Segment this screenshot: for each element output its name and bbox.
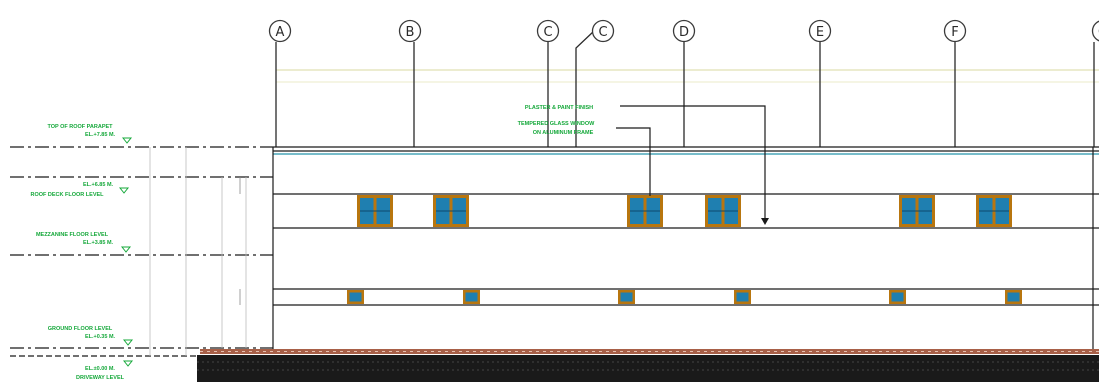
callout-tempered-glass: TEMPERED GLASS WINDOW <box>518 121 596 127</box>
level-parapet-elevation: EL.+7.85 M. <box>85 132 116 138</box>
grid-line-a: A <box>268 19 292 148</box>
window-upper-2 <box>433 195 469 227</box>
level-roof-deck-name: ROOF DECK FLOOR LEVEL <box>30 192 104 198</box>
grid-line-e: E <box>808 19 832 148</box>
grid-label-b: B <box>406 25 415 40</box>
grid-dimension-row <box>276 69 1099 83</box>
upper-windows <box>357 195 1012 227</box>
level-parapet: TOP OF ROOF PARAPET EL.+7.85 M. <box>47 124 133 144</box>
callouts: PLASTER & PAINT FINISH TEMPERED GLASS WI… <box>518 105 769 225</box>
window-lower-6 <box>1005 290 1022 304</box>
level-mezzanine-elevation: EL.+3.85 M. <box>83 240 114 246</box>
grid-label-e: E <box>816 25 824 40</box>
level-roof-deck-elevation: EL.+6.85 M. <box>83 182 114 188</box>
grid-line-d: D <box>672 19 696 148</box>
grid-label-g: G <box>1098 25 1099 40</box>
window-upper-4 <box>705 195 741 227</box>
callout-aluminum-frame: ON ALUMINUM FRAME <box>533 130 594 136</box>
level-driveway-elevation: EL.±0.00 M. <box>85 366 115 372</box>
grid-line-b: B <box>398 19 422 148</box>
window-lower-3 <box>618 290 635 304</box>
level-lines <box>10 146 273 357</box>
leader-plaster-finish <box>620 105 766 222</box>
window-upper-3 <box>627 195 663 227</box>
window-upper-5 <box>899 195 935 227</box>
window-lower-2 <box>463 290 480 304</box>
grid-label-c2: C <box>598 25 607 40</box>
grid-line-c2: C <box>575 19 615 148</box>
grid-label-d: D <box>679 25 689 40</box>
leader-tempered-glass <box>616 127 651 196</box>
grid-lines: A B C C D E F <box>268 19 1099 148</box>
grid-label-c1: C <box>543 25 552 40</box>
level-ground-elevation: EL.+0.35 M. <box>85 334 116 340</box>
leader-plaster-arrowhead <box>761 218 769 225</box>
level-ground: GROUND FLOOR LEVEL EL.+0.35 M. <box>48 326 134 346</box>
grid-label-f: F <box>951 25 958 40</box>
window-upper-1 <box>357 195 393 227</box>
level-parapet-name: TOP OF ROOF PARAPET <box>47 124 113 130</box>
building-facade <box>272 146 1099 350</box>
callout-plaster-finish: PLASTER & PAINT FINISH <box>525 105 593 111</box>
level-annotations: TOP OF ROOF PARAPET EL.+7.85 M. EL.+6.85… <box>30 124 134 381</box>
level-mezzanine: MEZZANINE FLOOR LEVEL EL.+3.85 M. <box>36 232 132 253</box>
lower-windows <box>347 290 1022 304</box>
window-lower-5 <box>889 290 906 304</box>
grid-line-g: G <box>1091 20 1099 148</box>
level-mezzanine-name: MEZZANINE FLOOR LEVEL <box>36 232 109 238</box>
window-upper-6 <box>976 195 1012 227</box>
ground-hatch <box>197 355 1099 382</box>
window-lower-4 <box>734 290 751 304</box>
window-lower-1 <box>347 290 364 304</box>
grid-line-f: F <box>943 19 967 148</box>
grid-line-c1: C <box>536 19 560 148</box>
level-roof-deck: EL.+6.85 M. ROOF DECK FLOOR LEVEL <box>30 182 130 198</box>
ground <box>197 349 1099 382</box>
facade-wall <box>273 147 1099 350</box>
level-ground-name: GROUND FLOOR LEVEL <box>48 326 113 332</box>
level-driveway-name: DRIVEWAY LEVEL <box>76 375 125 381</box>
level-driveway: EL.±0.00 M. DRIVEWAY LEVEL <box>76 360 134 381</box>
grid-label-a: A <box>276 25 285 40</box>
